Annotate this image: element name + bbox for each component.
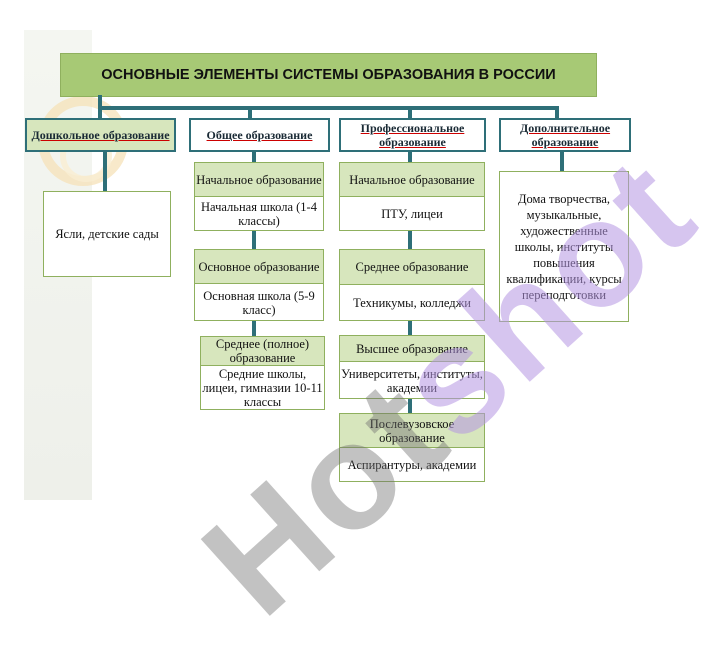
preschool-box: Ясли, детские сады: [43, 191, 171, 277]
box-body: Основная школа (5-9 класс): [203, 288, 315, 317]
category-additional: Дополнительное образование: [499, 118, 631, 152]
box-header: Среднее образование: [340, 250, 484, 285]
box-body: Аспирантуры, академии: [347, 458, 477, 472]
box-body: ПТУ, лицеи: [381, 207, 443, 221]
box-header: Начальное образование: [340, 163, 484, 197]
connector: [555, 106, 559, 120]
category-general: Общее образование: [189, 118, 330, 152]
connector: [408, 152, 412, 164]
category-professional: Профессиональное образование: [339, 118, 486, 152]
box-header: Послевузовское образование: [340, 414, 484, 448]
additional-box: Дома творчества, музыкальные, художестве…: [499, 171, 629, 322]
diagram-title: ОСНОВНЫЕ ЭЛЕМЕНТЫ СИСТЕМЫ ОБРАЗОВАНИЯ В …: [60, 53, 597, 97]
general-basic-box: Основное образование Основная школа (5-9…: [194, 249, 324, 321]
connector: [252, 320, 256, 338]
box-header: Основное образование: [195, 250, 323, 284]
connector: [103, 152, 107, 192]
box-body: Техникумы, колледжи: [353, 296, 471, 310]
general-primary-box: Начальное образование Начальная школа (1…: [194, 162, 324, 231]
connector-bar: [98, 106, 558, 110]
connector: [560, 152, 564, 172]
connector: [408, 106, 412, 120]
connector: [408, 230, 412, 250]
general-secondary-box: Среднее (полное) образование Средние шко…: [200, 336, 325, 410]
connector: [98, 106, 102, 120]
prof-postgrad-box: Послевузовское образование Аспирантуры, …: [339, 413, 485, 482]
connector: [252, 230, 256, 250]
connector: [408, 398, 412, 414]
box-body: Средние школы, лицеи, гимназии 10-11 кла…: [202, 367, 323, 409]
prof-secondary-box: Среднее образование Техникумы, колледжи: [339, 249, 485, 321]
connector: [98, 95, 102, 109]
prof-primary-box: Начальное образование ПТУ, лицеи: [339, 162, 485, 231]
box-body: Университеты, институты, академии: [341, 366, 483, 395]
box-header: Среднее (полное) образование: [201, 337, 324, 366]
connector: [408, 320, 412, 336]
box-header: Начальное образование: [195, 163, 323, 197]
connector: [252, 152, 256, 164]
category-preschool: Дошкольное образование: [25, 118, 176, 152]
prof-higher-box: Высшее образование Университеты, институ…: [339, 335, 485, 399]
connector: [248, 106, 252, 120]
box-header: Высшее образование: [340, 336, 484, 362]
box-body: Начальная школа (1-4 классы): [201, 200, 317, 228]
